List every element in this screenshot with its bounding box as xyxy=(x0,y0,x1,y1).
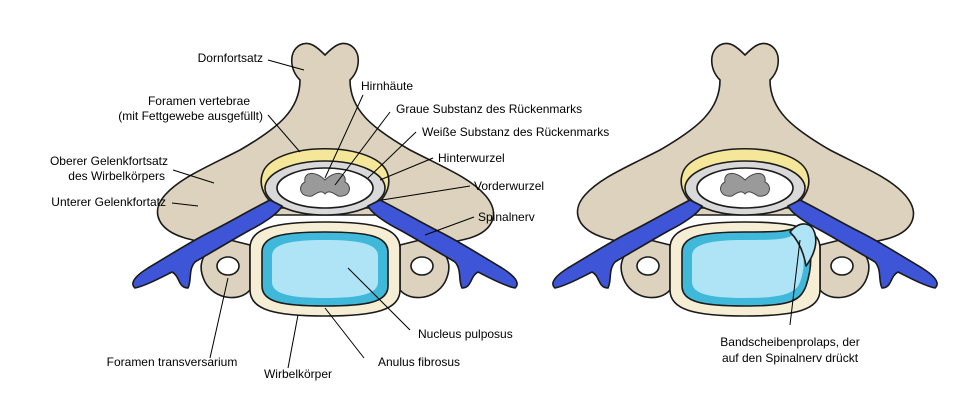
foramen-transversarium-left xyxy=(216,256,240,276)
label-foramen-vertebrae-1: Foramen vertebrae xyxy=(148,94,250,108)
foramen-transversarium-right xyxy=(410,256,434,276)
nucleus-pulposus-inner xyxy=(272,240,378,298)
disc-herniation xyxy=(789,223,817,267)
label-anulus: Anulus fibrosus xyxy=(378,355,460,369)
grey-matter xyxy=(300,173,350,197)
label-graue: Graue Substanz des Rückenmarks xyxy=(396,102,582,116)
label-foramen-transversarium: Foramen transversarium xyxy=(107,355,238,369)
spinal-nerve-right xyxy=(367,199,518,289)
label-nucleus: Nucleus pulposus xyxy=(418,327,513,341)
label-oberer-1: Oberer Gelenkfortsatz xyxy=(50,154,168,168)
foramen-transversarium-right-2 xyxy=(830,256,854,276)
vertebra-prolapse xyxy=(552,42,938,317)
label-prolaps-2: auf den Spinalnerv drückt xyxy=(722,351,859,365)
spinal-nerve-left xyxy=(132,199,283,289)
label-spinalnerv: Spinalnerv xyxy=(478,210,535,224)
vertebra-normal xyxy=(132,42,518,317)
nucleus-pulposus-inner-2 xyxy=(692,234,804,298)
label-prolaps-1: Bandscheibenprolaps, der xyxy=(720,335,859,349)
leader-lines xyxy=(171,59,801,369)
label-hirnhaeute: Hirnhäute xyxy=(361,79,413,93)
label-dornfortsatz: Dornfortsatz xyxy=(198,51,263,65)
label-unterer: Unterer Gelenkfortatz xyxy=(51,195,166,209)
spinal-nerve-left-2 xyxy=(552,199,703,289)
label-foramen-vertebrae-2: (mit Fettgewebe ausgefüllt) xyxy=(118,109,263,123)
label-wirbelkoerper: Wirbelkörper xyxy=(264,367,332,381)
label-vorderwurzel: Vorderwurzel xyxy=(474,179,544,193)
label-oberer-2: des Wirbelkörpers xyxy=(68,169,165,183)
spinal-nerve-right-2 xyxy=(787,199,938,289)
label-hinterwurzel: Hinterwurzel xyxy=(438,151,505,165)
vertebra-bone xyxy=(156,42,495,245)
grey-matter-2 xyxy=(720,173,770,197)
vertebra-bone-2 xyxy=(576,42,915,245)
foramen-transversarium-left-2 xyxy=(636,256,660,276)
labels: Dornfortsatz Foramen vertebrae (mit Fett… xyxy=(50,51,860,381)
label-weisse: Weiße Substanz des Rückenmarks xyxy=(422,125,609,139)
